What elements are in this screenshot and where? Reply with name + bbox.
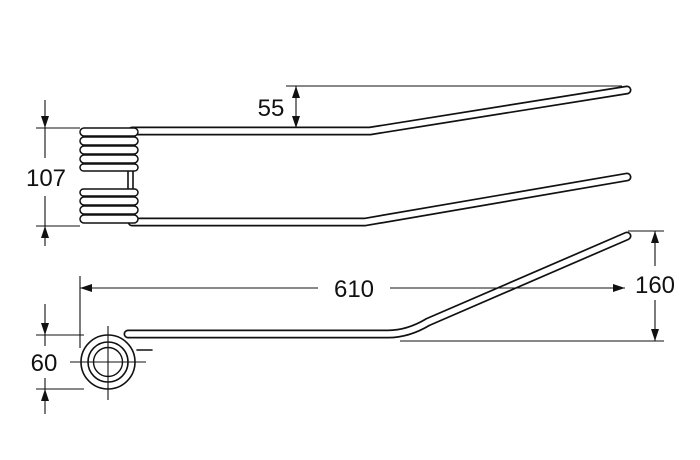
dimension-coil-width: 107 (26, 100, 80, 246)
side-view: 610 160 60 (31, 230, 675, 414)
side-tine (123, 231, 632, 339)
tine-height-label: 160 (635, 272, 675, 299)
dimension-tine-offset: 55 (258, 85, 622, 128)
lower-coil (79, 188, 139, 224)
dimension-coil-diameter: 60 (31, 304, 84, 414)
dimension-tine-height: 160 (400, 230, 675, 342)
coil-diameter-label: 60 (31, 350, 58, 377)
upper-coil (79, 127, 139, 172)
tine-length-label: 610 (334, 276, 374, 303)
coil-width-label: 107 (26, 165, 66, 192)
dimension-tine-length: 610 (79, 276, 625, 348)
lower-tine (127, 172, 632, 227)
tine-offset-label: 55 (258, 95, 285, 122)
side-coil (70, 326, 146, 400)
upper-tine (127, 85, 632, 136)
top-view: 107 55 (26, 85, 632, 246)
